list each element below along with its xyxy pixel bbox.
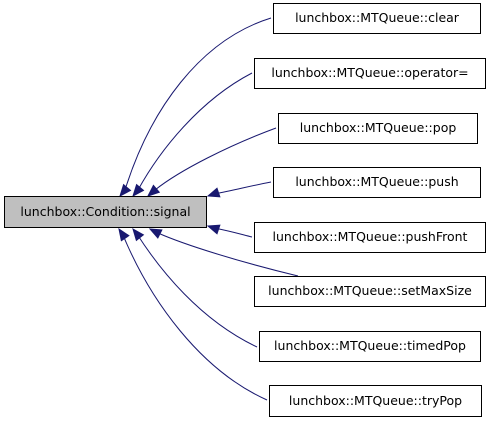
node-mtqueue-pop[interactable]: lunchbox::MTQueue::pop: [278, 113, 478, 144]
arrowhead-pop: [146, 184, 161, 197]
node-mtqueue-timedpop[interactable]: lunchbox::MTQueue::timedPop: [259, 331, 481, 362]
edge-pushf: [213, 227, 253, 238]
edge-timed: [136, 233, 258, 348]
edge-connector-try: [122, 234, 126, 239]
edge-setmax: [157, 232, 299, 277]
edge-connector-opeq: [137, 187, 141, 191]
arrowhead-setmax: [148, 228, 163, 239]
edge-try: [122, 234, 268, 401]
edge-connector-pushf: [213, 227, 219, 230]
node-mtqueue-trypop[interactable]: lunchbox::MTQueue::tryPop: [269, 385, 482, 417]
edge-connector-clear: [124, 187, 128, 191]
node-condition-signal[interactable]: lunchbox::Condition::signal: [4, 196, 207, 228]
node-mtqueue-clear[interactable]: lunchbox::MTQueue::clear: [273, 3, 481, 34]
node-mtqueue-pushfront[interactable]: lunchbox::MTQueue::pushFront: [254, 222, 486, 253]
edge-pop: [154, 127, 277, 191]
edge-connector-push: [213, 192, 219, 195]
edge-push: [213, 181, 272, 195]
edge-opeq: [137, 72, 253, 191]
node-mtqueue-setmaxsize[interactable]: lunchbox::MTQueue::setMaxSize: [254, 276, 486, 307]
arrowhead-try: [118, 227, 130, 242]
edge-connector-timed: [136, 233, 141, 238]
arrowhead-clear: [119, 183, 132, 198]
arrowhead-opeq: [132, 183, 145, 198]
node-mtqueue-operator-eq[interactable]: lunchbox::MTQueue::operator=: [254, 58, 486, 89]
node-mtqueue-push[interactable]: lunchbox::MTQueue::push: [273, 167, 481, 198]
edge-connector-setmax: [157, 232, 161, 235]
edge-clear: [124, 17, 272, 191]
edge-connector-pop: [154, 188, 157, 191]
